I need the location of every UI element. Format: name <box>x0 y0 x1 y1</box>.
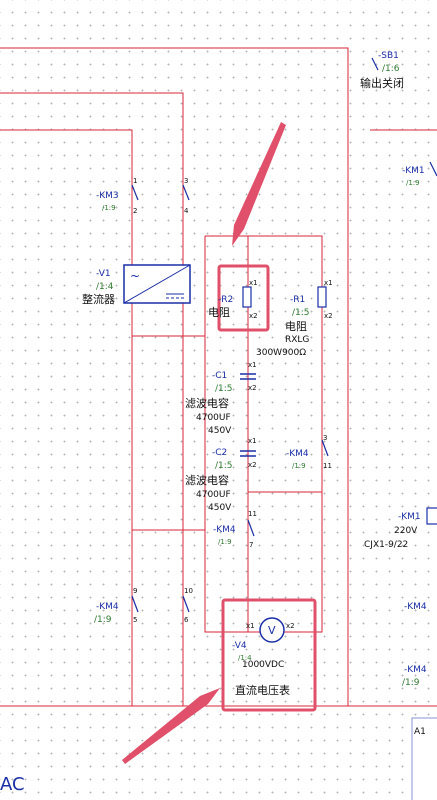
r1-pin-x2: x2 <box>324 312 333 320</box>
c1-name: 滤波电容 <box>185 396 229 410</box>
c1-capacitance: 4700UF <box>196 413 231 423</box>
km3-pin-4: 4 <box>184 207 189 215</box>
km4-b-pin-2: 7 <box>249 541 253 549</box>
km3-pin-2: 2 <box>133 207 137 215</box>
c2-pin-x1: x1 <box>248 437 257 445</box>
rectifier-diag <box>123 264 191 304</box>
r1-spec: 300W900Ω <box>256 348 306 358</box>
v4-name: 直流电压表 <box>235 683 290 697</box>
highlight-box-v4 <box>221 598 317 712</box>
km1-voltage: 220V <box>394 526 418 536</box>
sb1-ref: /1:6 <box>382 64 400 74</box>
c2-ref: /1:5 <box>215 461 233 471</box>
arrow-to-v4 <box>122 688 220 764</box>
km4-c-ref: /1:9 <box>94 615 112 625</box>
r1-pin-x1: x1 <box>324 279 333 287</box>
v1-name: 整流器 <box>82 292 115 306</box>
km4-a-ref: /1:9 <box>292 462 306 470</box>
km4-right2-tag: -KM4 <box>404 665 427 675</box>
voltmeter-v4-symbol <box>259 617 285 643</box>
v1-ref: /1:4 <box>96 282 114 292</box>
c2-pin-x2: x2 <box>248 461 257 469</box>
r1-tag: -R1 <box>290 295 305 305</box>
km1-right-tag: -KM1 <box>402 166 425 176</box>
v4-ref: /1:4 <box>238 654 252 662</box>
r1-name: 电阻 <box>285 320 307 333</box>
km3-ref: /1:9 <box>102 204 116 212</box>
resistor-r2-symbol <box>242 286 252 308</box>
sb1-tag: -SB1 <box>378 51 399 61</box>
km4-right1-tag: -KM4 <box>404 602 427 612</box>
capacitor-c1-symbol <box>240 373 256 380</box>
c1-voltage: 450V <box>208 426 232 436</box>
highlight-box-r2 <box>217 264 270 332</box>
a1-tag: A1 <box>414 727 426 737</box>
v4-pin-x2: x2 <box>286 622 295 630</box>
km4-c-pin-1: 9 <box>133 587 137 595</box>
c2-name: 滤波电容 <box>185 473 229 487</box>
resistor-r1-symbol <box>317 286 327 308</box>
km4-c-pin-2: 5 <box>133 616 137 624</box>
ac-label: AC <box>0 774 25 795</box>
km3-pin-1: 1 <box>133 177 137 185</box>
km4-b-pin-1: 11 <box>248 510 257 518</box>
r2-name: 电阻 <box>208 306 230 319</box>
c1-pin-x1: x1 <box>248 361 257 369</box>
r2-pin-x1: x1 <box>249 279 258 287</box>
km4-a-pin-1: 3 <box>323 434 327 442</box>
r1-ref: /1:5 <box>292 308 310 318</box>
v4-symbol-letter: V <box>268 624 276 637</box>
km4-a-pin-2: 11 <box>323 462 332 470</box>
c1-tag: -C1 <box>212 371 227 381</box>
c1-pin-x2: x2 <box>248 384 257 392</box>
v4-pin-x1: x1 <box>246 622 255 630</box>
v1-tag: -V1 <box>96 269 111 279</box>
km3-pin-3: 3 <box>184 177 188 185</box>
sb1-name: 输出关闭 <box>360 76 404 90</box>
wire-l2 <box>0 129 133 706</box>
v4-range: 1000VDC <box>242 660 284 670</box>
c2-voltage: 450V <box>208 503 232 513</box>
c2-capacitance: 4700UF <box>196 490 231 500</box>
rectifier-ac-mark: ~ <box>130 269 140 283</box>
km4-b-ref: /1:9 <box>218 538 232 546</box>
km1-coil-stub <box>426 507 437 525</box>
km3-tag: -KM3 <box>96 191 119 201</box>
km4-a-tag: -KM4 <box>286 449 309 459</box>
capacitor-c2-symbol <box>240 450 256 457</box>
c1-ref: /1:5 <box>215 384 233 394</box>
km1-right-ref: /1:9 <box>406 179 420 187</box>
km1-tag: -KM1 <box>398 512 421 522</box>
wire-l1 <box>0 92 184 706</box>
km4-c-tag: -KM4 <box>96 602 119 612</box>
r1-model: RXLG <box>285 335 309 345</box>
v4-tag: -V4 <box>232 641 247 651</box>
km4-c-pin-4: 6 <box>184 616 189 624</box>
r2-pin-x2: x2 <box>249 312 258 320</box>
km4-right2-ref: /1:9 <box>402 678 420 688</box>
wire-dc-box <box>204 235 323 633</box>
c2-tag: -C2 <box>212 448 227 458</box>
wire-top <box>0 47 349 706</box>
arrow-to-r2 <box>232 122 286 246</box>
terminal-strip-a1 <box>411 717 437 800</box>
r2-tag: -R2 <box>218 295 233 305</box>
contact-symbols <box>131 57 437 613</box>
km1-model: CJX1-9/22 <box>364 540 408 550</box>
km4-c-pin-3: 10 <box>184 587 193 595</box>
km4-b-tag: -KM4 <box>213 525 236 535</box>
